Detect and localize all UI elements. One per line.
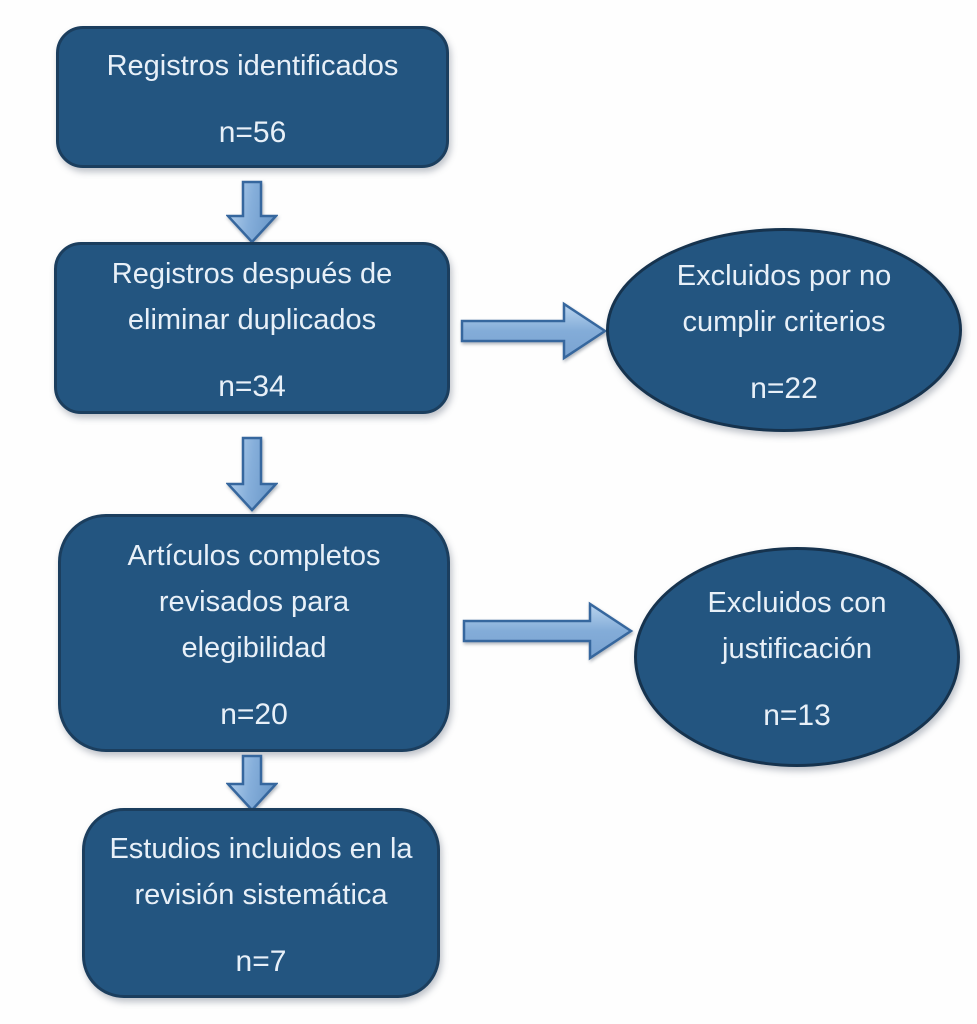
arrow-shape xyxy=(462,601,634,661)
node-count: n=34 xyxy=(218,369,286,403)
node-count: n=22 xyxy=(750,371,818,405)
node-label: Estudios incluidos en la revisión sistem… xyxy=(109,833,413,911)
node-label: Artículos completos revisados para elegi… xyxy=(127,540,381,664)
box-registros-sin-duplicados: Registros después de eliminar duplicados… xyxy=(54,242,450,414)
arrow-shape xyxy=(226,754,278,812)
node-count: n=7 xyxy=(235,944,287,978)
arrow-shape xyxy=(460,301,608,361)
box-estudios-incluidos: Estudios incluidos en la revisión sistem… xyxy=(82,808,440,998)
right-arrow-icon xyxy=(460,301,608,361)
down-arrow-icon xyxy=(226,180,278,244)
node-label: Registros después de eliminar duplicados xyxy=(111,258,393,336)
node-label: Excluidos por no cumplir criterios xyxy=(676,260,892,338)
node-count: n=20 xyxy=(220,697,288,731)
arrow-shape xyxy=(226,436,278,512)
box-articulos-elegibilidad: Artículos completos revisados para elegi… xyxy=(58,514,450,752)
box-registros-identificados: Registros identificados n=56 xyxy=(56,26,449,168)
node-count: n=13 xyxy=(763,698,831,732)
ellipse-excluidos-criterios: Excluidos por no cumplir criterios n=22 xyxy=(606,228,962,432)
down-arrow-icon xyxy=(226,436,278,512)
node-label: Excluidos con justificación xyxy=(707,587,887,665)
ellipse-excluidos-justificacion: Excluidos con justificación n=13 xyxy=(634,547,960,767)
node-label: Registros identificados xyxy=(106,50,399,83)
right-arrow-icon xyxy=(462,601,634,661)
down-arrow-icon xyxy=(226,754,278,812)
arrow-shape xyxy=(226,180,278,244)
node-count: n=56 xyxy=(218,115,287,149)
